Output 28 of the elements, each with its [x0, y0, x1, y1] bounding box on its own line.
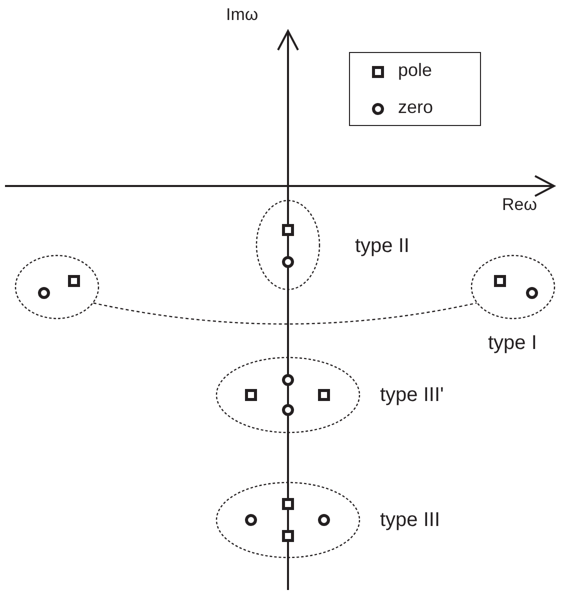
legend-text: pole: [398, 61, 432, 79]
pole-marker: [318, 389, 330, 401]
axis-label: Imω: [226, 6, 258, 23]
axis-label: Reω: [502, 196, 538, 213]
pole-marker: [494, 275, 506, 287]
zero-marker: [282, 374, 294, 386]
dashed-ellipse: [216, 357, 360, 433]
type-label: type II: [355, 236, 410, 256]
type-label: type III': [380, 385, 444, 405]
pole-marker: [245, 389, 257, 401]
pole-marker: [68, 275, 80, 287]
pole-marker: [282, 498, 294, 510]
zero-marker: [245, 514, 257, 526]
dashed-ellipse: [256, 200, 320, 290]
pole-marker: [282, 530, 294, 542]
zero-marker: [318, 514, 330, 526]
zero-marker: [282, 404, 294, 416]
dashed-connector: [93, 302, 477, 325]
dashed-ellipse: [216, 482, 360, 558]
zero-marker: [282, 256, 294, 268]
zero-marker: [38, 287, 50, 299]
pole-marker: [282, 224, 294, 236]
legend-text: zero: [398, 98, 434, 116]
type-label: type III: [380, 510, 440, 530]
type-label: type I: [488, 333, 537, 353]
zero-marker: [526, 287, 538, 299]
dashed-ellipse: [471, 255, 555, 319]
dashed-ellipse: [15, 255, 99, 319]
